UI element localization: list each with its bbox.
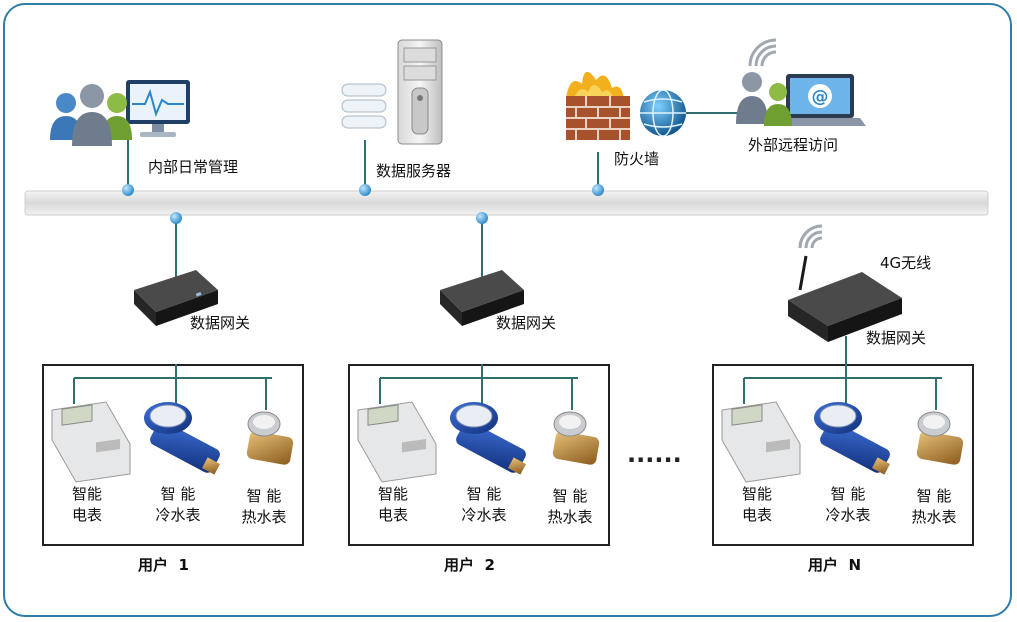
bus-node — [592, 184, 604, 196]
water-meter-icon — [916, 411, 964, 465]
server-icon — [341, 39, 443, 145]
cold-water-meter-label-line: 冷水表 — [461, 506, 507, 524]
gateway-icon — [788, 255, 902, 342]
user-label: 用户 1 — [138, 556, 189, 574]
meters-svg — [51, 364, 294, 483]
hot-water-meter-label-line: 智 能 — [552, 487, 588, 505]
hot-water-meter-label-line: 热水表 — [547, 508, 593, 526]
firewall-icon — [566, 71, 630, 140]
remote-access-label: 外部远程访问 — [748, 136, 839, 154]
water-meter-icon — [814, 402, 890, 475]
user-label: 用户 N — [808, 556, 861, 574]
electric-meter-icon — [721, 401, 801, 483]
hot-water-meter-label-line: 热水表 — [911, 508, 957, 526]
electric-meter-icon — [357, 401, 437, 483]
cold-water-meter-label-line: 智 能 — [466, 485, 502, 503]
cold-water-meter-label: 智 能 冷水表 — [818, 484, 878, 526]
gateway-icon — [440, 270, 524, 326]
hot-water-meter-label: 智 能 热水表 — [904, 486, 964, 528]
user-label: 用户 2 — [444, 556, 495, 574]
electric-meter-label: 智能 电表 — [368, 484, 418, 526]
electric-meter-label-line: 电表 — [71, 506, 102, 524]
hot-water-meter-label: 智 能 热水表 — [540, 486, 600, 528]
cold-water-meter-label: 智 能 冷水表 — [454, 484, 514, 526]
user-group-box — [348, 364, 610, 546]
user-group-box — [712, 364, 974, 546]
electric-meter-label-line: 智能 — [71, 485, 102, 503]
diagram-frame — [3, 3, 1012, 617]
svg-text:@: @ — [812, 87, 829, 107]
ellipsis: ...... — [627, 440, 682, 468]
users-monitor-icon — [50, 80, 190, 146]
wifi-icon — [798, 224, 823, 249]
electric-meter-label-line: 智能 — [377, 485, 408, 503]
electric-meter-label: 智能 电表 — [732, 484, 782, 526]
network-bus — [24, 190, 989, 216]
gateway-icon — [134, 270, 218, 326]
water-meter-icon — [144, 402, 220, 475]
electric-meter-label-line: 电表 — [741, 506, 772, 524]
electric-meter-label: 智能 电表 — [62, 484, 112, 526]
cold-water-meter-label-line: 智 能 — [830, 485, 866, 503]
cold-water-meter-label-line: 冷水表 — [825, 506, 871, 524]
hot-water-meter-label-line: 热水表 — [241, 508, 287, 526]
electric-meter-label-line: 智能 — [741, 485, 772, 503]
water-meter-icon — [450, 402, 526, 475]
bus-node — [122, 184, 134, 196]
user-group-box — [42, 364, 304, 546]
water-meter-icon — [552, 411, 600, 465]
gateway-label: 数据网关 — [190, 314, 251, 332]
cold-water-meter-label-line: 智 能 — [160, 485, 196, 503]
cold-water-meter-label: 智 能 冷水表 — [148, 484, 208, 526]
wireless-4g-label: 4G无线 — [880, 254, 932, 272]
remote-laptop-icon: @ — [736, 38, 866, 126]
electric-meter-icon — [51, 401, 131, 483]
hot-water-meter-label-line: 智 能 — [246, 487, 282, 505]
hot-water-meter-label: 智 能 热水表 — [234, 486, 294, 528]
hot-water-meter-label-line: 智 能 — [916, 487, 952, 505]
meters-svg — [357, 364, 600, 483]
bus-node — [170, 212, 182, 224]
office-management-label: 内部日常管理 — [148, 158, 239, 176]
electric-meter-label-line: 电表 — [377, 506, 408, 524]
meters-svg — [721, 364, 964, 483]
gateway-label: 数据网关 — [496, 314, 557, 332]
cold-water-meter-label-line: 冷水表 — [155, 506, 201, 524]
bus-node — [476, 212, 488, 224]
gateway-label: 数据网关 — [866, 329, 927, 347]
data-server-label: 数据服务器 — [376, 162, 452, 180]
water-meter-icon — [246, 411, 294, 465]
bus-node — [359, 184, 371, 196]
firewall-label: 防火墙 — [614, 150, 660, 168]
globe-icon — [640, 89, 686, 137]
